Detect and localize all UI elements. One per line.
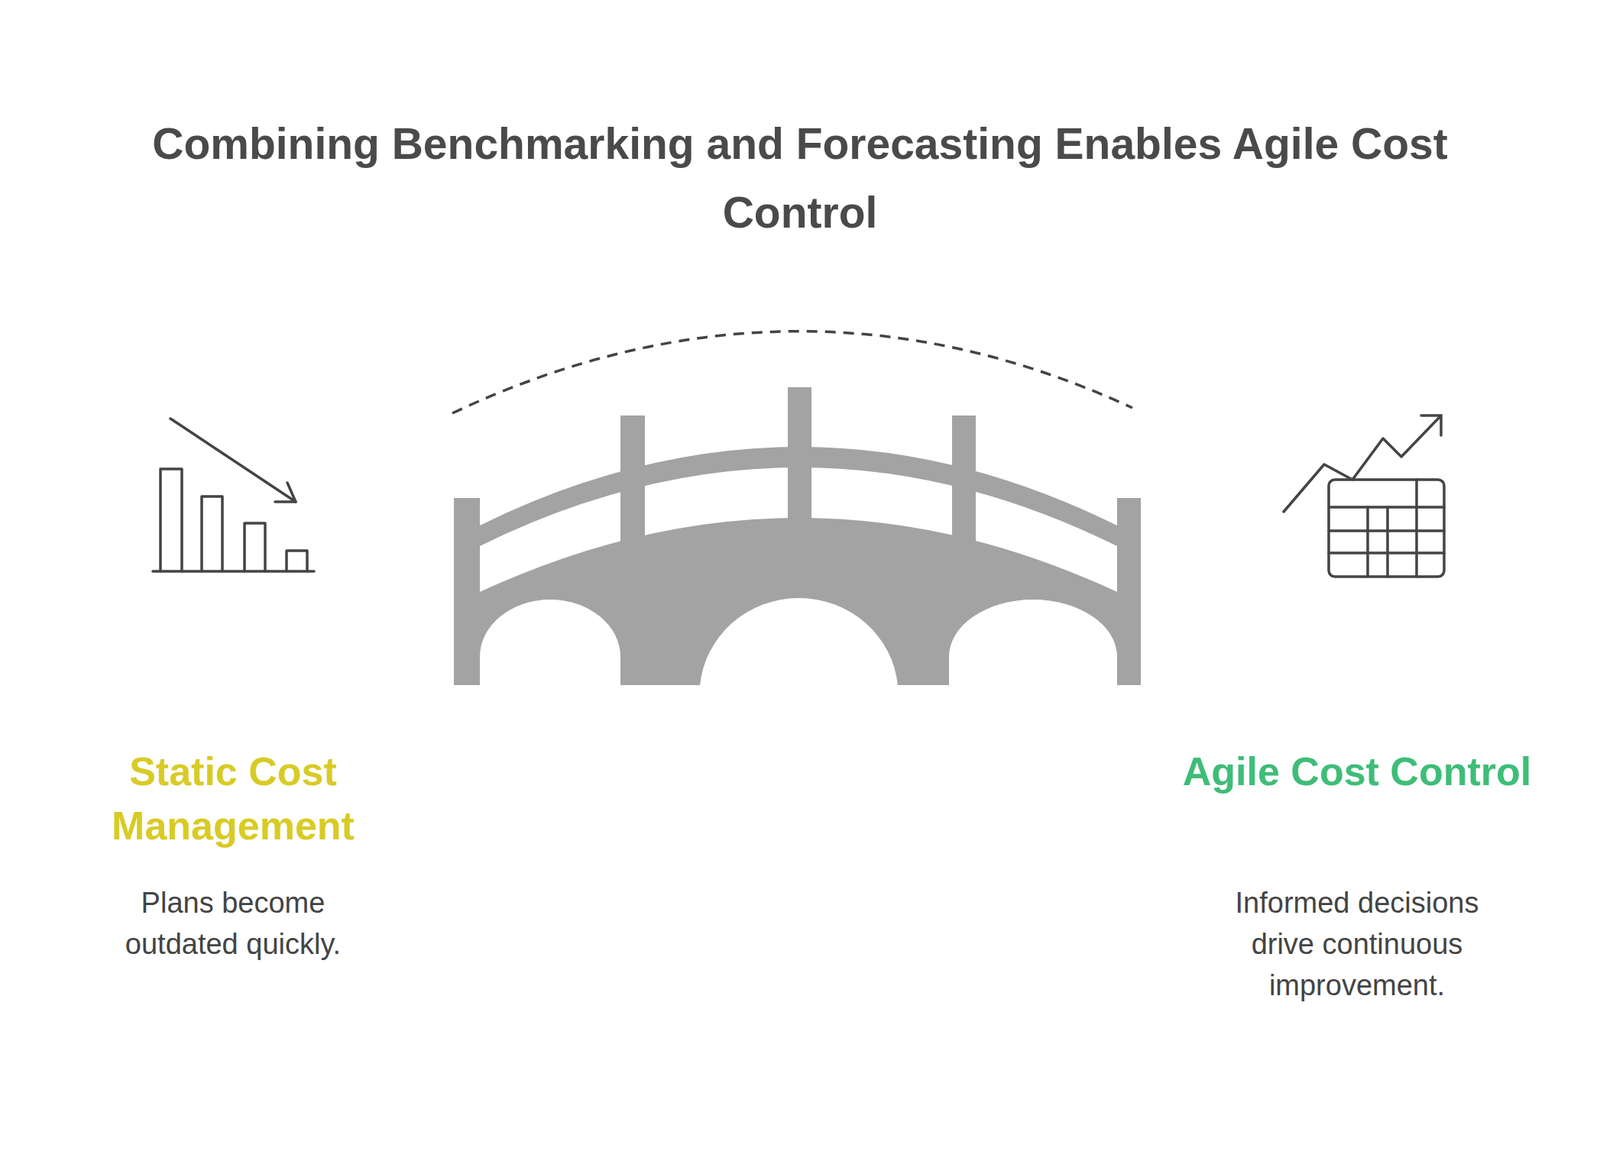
declining-bars-icon xyxy=(152,418,315,572)
stage-description: Plans become outdated quickly. xyxy=(95,882,371,966)
bridge-arches xyxy=(479,598,1118,687)
diagram-title: Combining Benchmarking and Forecasting E… xyxy=(74,109,1526,247)
bridge xyxy=(453,387,1141,686)
forecast-table-icon xyxy=(1283,415,1445,577)
stage-heading: Static Cost Management xyxy=(57,744,409,854)
stage-description: Informed decisions drive continuous impr… xyxy=(1204,882,1510,1007)
stage-heading: Agile Cost Control xyxy=(1181,744,1533,800)
